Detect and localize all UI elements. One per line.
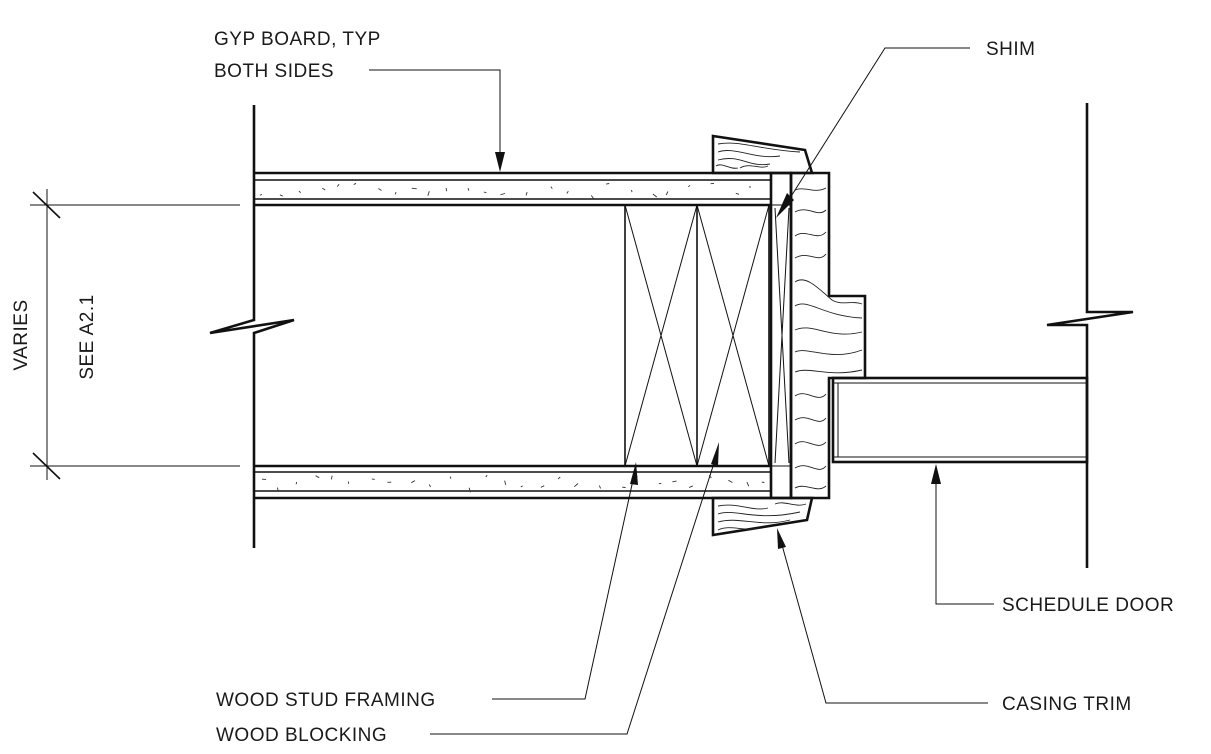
label-gyp-board-line1: GYP BOARD, TYP (214, 29, 381, 50)
gyp-texture-speck (566, 191, 569, 194)
door-leaf (831, 376, 1089, 464)
right-door-break-line (1046, 103, 1134, 568)
label-wood-blocking: WOOD BLOCKING (216, 725, 387, 746)
gyp-texture-speck (295, 481, 298, 485)
shim (769, 171, 793, 500)
label-shim: SHIM (986, 39, 1036, 60)
gyp-texture-speck (428, 484, 431, 488)
gyp-board-bottom (254, 464, 771, 500)
gyp-texture-speck (411, 480, 416, 484)
gyp-texture-speck (427, 191, 430, 196)
gyp-texture-speck (590, 195, 594, 199)
gyp-texture-speck (688, 184, 691, 188)
dimension-varies (30, 189, 240, 480)
gyp-texture-speck (353, 182, 357, 185)
gyp-texture-speck (525, 191, 528, 196)
gyp-texture-speck (557, 476, 561, 480)
gyp-texture-speck (728, 479, 733, 483)
gyp-texture-speck (688, 485, 694, 488)
gyp-texture-speck (468, 487, 471, 493)
label-gyp-board-line2: BOTH SIDES (214, 61, 334, 82)
casing-trim-top (711, 134, 814, 175)
gyp-texture-speck (520, 485, 523, 488)
leader-wood-blocking (430, 442, 719, 735)
gyp-texture-speck (504, 480, 507, 486)
gyp-texture-speck (394, 192, 397, 195)
gyp-texture-speck (574, 483, 579, 488)
gyp-texture-speck (598, 485, 602, 489)
gyp-texture-speck (540, 485, 545, 488)
gyp-texture-speck (606, 183, 610, 185)
leader-casing-trim (777, 528, 988, 704)
leader-schedule-door (931, 464, 994, 605)
gyp-texture-speck (378, 188, 382, 191)
gyp-texture-speck (411, 187, 417, 190)
gyp-board-top (254, 171, 771, 207)
gyp-texture-speck (746, 481, 750, 487)
gyp-texture-speck (665, 191, 669, 196)
gyp-texture-speck (485, 474, 488, 478)
leader-wood-stud-framing (492, 462, 638, 700)
label-see-reference: SEE A2.1 (77, 294, 98, 379)
casing-trim-bottom (711, 496, 814, 537)
gyp-texture-speck (322, 187, 326, 191)
wood-stud-framing (624, 204, 770, 467)
gyp-texture-speck (371, 478, 375, 480)
leader-shim (776, 47, 970, 218)
label-schedule-door: SCHEDULE DOOR (1002, 595, 1174, 616)
gyp-texture-speck (467, 188, 470, 191)
gyp-texture-speck (276, 487, 279, 491)
label-wood-stud-framing: WOOD STUD FRAMING (216, 690, 436, 711)
gyp-texture-speck (336, 184, 340, 187)
gyp-texture-speck (652, 193, 658, 198)
gyp-texture-speck (298, 190, 301, 194)
label-varies: VARIES (11, 299, 32, 370)
label-casing-trim: CASING TRIM (1002, 694, 1132, 715)
gyp-texture-speck (500, 193, 506, 196)
leader-gyp-board (369, 69, 505, 172)
gyp-texture-speck (735, 192, 740, 195)
gyp-texture-speck (550, 186, 553, 189)
gyp-texture-speck (330, 475, 333, 480)
left-wall-break-line (209, 105, 295, 548)
gyp-texture-speck (259, 194, 263, 196)
gyp-texture-speck (449, 476, 452, 479)
gyp-texture-speck (631, 189, 633, 193)
gyp-texture-speck (672, 480, 677, 483)
gyp-texture-speck (279, 194, 283, 197)
door-jamb (789, 171, 867, 500)
gyp-texture-speck (445, 187, 448, 192)
gyp-texture-speck (483, 191, 487, 194)
gyp-texture-speck (315, 475, 320, 479)
